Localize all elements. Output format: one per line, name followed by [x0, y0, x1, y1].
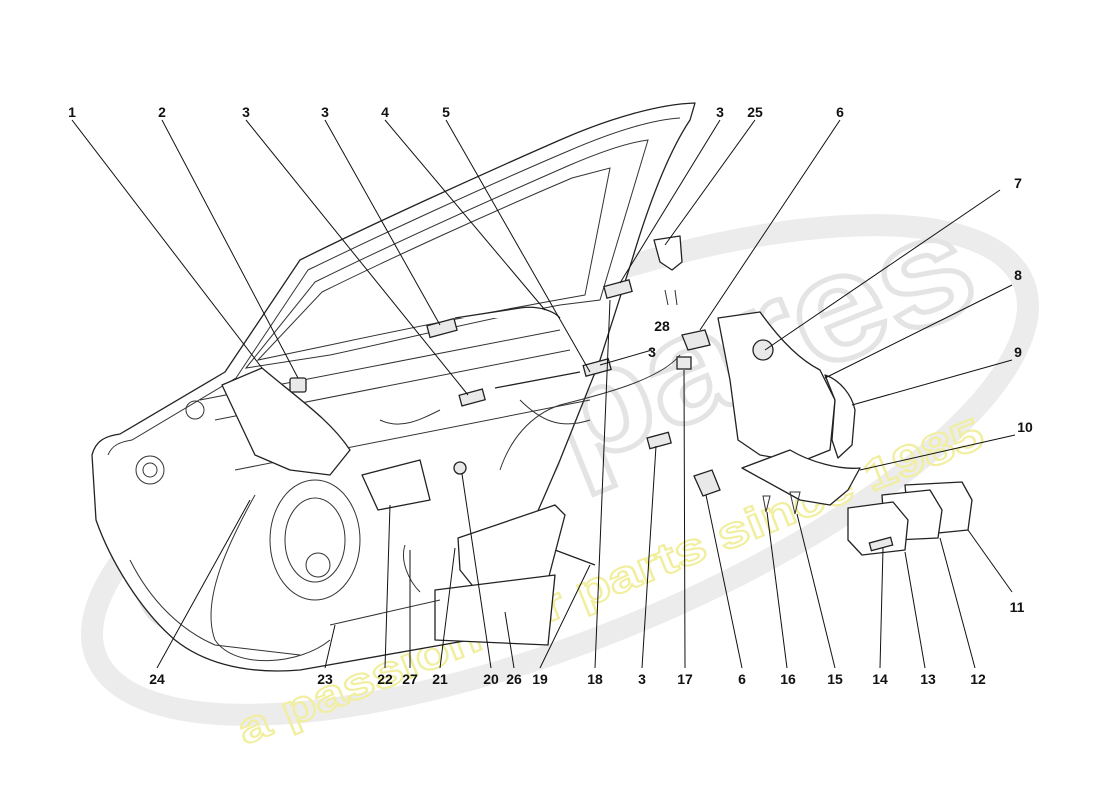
leader-lines [71, 119, 1016, 669]
part-28-screws [664, 289, 678, 306]
part-2-bolt [289, 377, 307, 393]
part-19-pin [554, 549, 596, 566]
part-25-bracket [653, 235, 683, 271]
callout-20: 20 [483, 671, 499, 687]
callout-28: 28 [654, 318, 670, 334]
part-13-striker [847, 501, 909, 556]
callout-3: 3 [716, 104, 724, 120]
part-27-clip [403, 544, 421, 593]
callout-15: 15 [827, 671, 843, 687]
callout-22: 22 [377, 671, 393, 687]
callout-13: 13 [920, 671, 936, 687]
callout-16: 16 [780, 671, 796, 687]
callout-21: 21 [432, 671, 448, 687]
part-5-rod [494, 371, 581, 389]
callout-3: 3 [638, 671, 646, 687]
callout-26: 26 [506, 671, 522, 687]
callout-14: 14 [872, 671, 888, 687]
part-3-block-b [458, 388, 486, 407]
callout-2: 2 [158, 104, 166, 120]
callout-12: 12 [970, 671, 986, 687]
part-shapes [210, 235, 973, 662]
part-17-clip [676, 356, 692, 370]
callout-4: 4 [381, 104, 389, 120]
callout-8: 8 [1014, 267, 1022, 283]
callout-7: 7 [1014, 175, 1022, 191]
part-18-cable [499, 354, 681, 471]
callout-25: 25 [747, 104, 763, 120]
part-6-clip [681, 329, 711, 351]
part-15-screw [789, 491, 801, 515]
callout-24: 24 [149, 671, 165, 687]
part-22-bracket [361, 459, 431, 511]
part-6-clip-lower [693, 469, 721, 497]
callout-17: 17 [677, 671, 693, 687]
part-23-cable [329, 599, 441, 626]
callout-27: 27 [402, 671, 418, 687]
callout-23: 23 [317, 671, 333, 687]
part-10-plate [741, 449, 861, 506]
callout-19: 19 [532, 671, 548, 687]
part-26-cover [434, 574, 556, 646]
callout-3: 3 [242, 104, 250, 120]
part-24-cable [210, 494, 331, 662]
part-9-cover [824, 374, 856, 459]
callout-3: 3 [321, 104, 329, 120]
callout-1: 1 [68, 104, 76, 120]
part-7-lever [752, 339, 774, 361]
callout-11: 11 [1010, 599, 1025, 615]
callout-18: 18 [587, 671, 603, 687]
part-1-speaker-panel [221, 367, 351, 476]
part-20-bolt [453, 461, 467, 475]
callout-5: 5 [442, 104, 450, 120]
part-16-screw [762, 495, 771, 513]
callout-6: 6 [738, 671, 746, 687]
part-3-block-e [646, 431, 672, 450]
callout-labels: 1 2 3 3 4 5 3 25 6 7 8 9 10 11 12 13 14 … [68, 104, 1033, 687]
callout-9: 9 [1014, 344, 1022, 360]
callout-6: 6 [836, 104, 844, 120]
part-3-block-d [603, 279, 633, 299]
callout-3: 3 [648, 344, 656, 360]
part-3-block-a [426, 317, 458, 339]
part-14-bolt [868, 536, 894, 552]
callout-10: 10 [1017, 419, 1033, 435]
